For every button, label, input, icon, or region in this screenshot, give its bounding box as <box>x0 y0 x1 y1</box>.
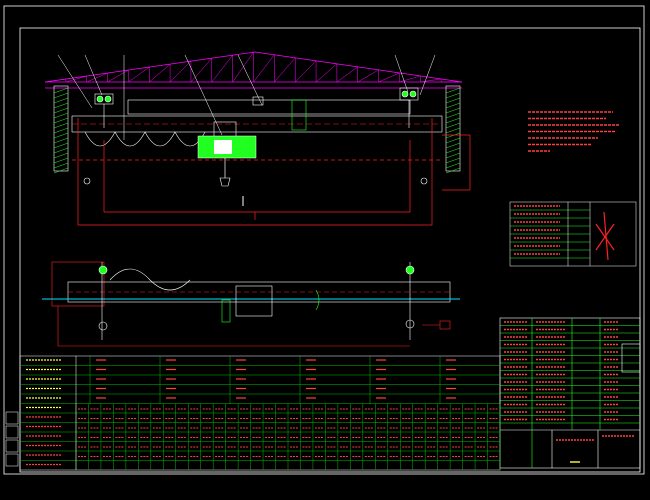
truss-diagonal <box>378 72 400 83</box>
hatch-line <box>53 142 69 149</box>
hatch-line <box>53 112 69 119</box>
side-tab <box>5 425 19 439</box>
hatch-line <box>53 97 69 104</box>
hatch-line <box>53 117 69 124</box>
hatch-line <box>445 87 461 94</box>
hatch-line <box>53 167 69 174</box>
truss-diagonal <box>315 63 338 83</box>
title-block-text <box>504 321 634 463</box>
hatch-line <box>53 152 69 159</box>
left-column <box>53 85 69 174</box>
hatch-line <box>53 162 69 169</box>
hatch-line <box>53 87 69 94</box>
truss-diagonal <box>420 78 442 83</box>
side-tab <box>5 439 19 453</box>
side-tab <box>5 453 19 467</box>
hatch-line <box>53 137 69 144</box>
hatch-line <box>445 157 461 164</box>
hatch-line <box>53 92 69 99</box>
hatch-line <box>53 132 69 139</box>
hatch-line <box>53 107 69 114</box>
bridge-girder-elevation <box>71 99 443 133</box>
end-carriage-left <box>94 93 114 128</box>
hatch-line <box>445 147 461 154</box>
hatch-line <box>53 157 69 164</box>
hatch-line <box>445 97 461 104</box>
drawing-frame <box>3 5 645 475</box>
small-wheel-markers <box>83 96 428 185</box>
right-column <box>445 85 461 174</box>
hatch-line <box>445 117 461 124</box>
truss-diagonal <box>65 75 87 83</box>
hatch-line <box>53 102 69 109</box>
plan-view <box>42 261 460 347</box>
truss-diagonal <box>232 52 254 83</box>
hatch-line <box>445 152 461 159</box>
technical-notes <box>528 111 620 152</box>
truss-diagonal <box>44 78 66 83</box>
leader-lines <box>57 54 436 140</box>
hatch-line <box>445 137 461 144</box>
hatch-line <box>53 147 69 154</box>
truss-diagonal <box>86 72 108 83</box>
span-outline <box>72 118 471 226</box>
bottom-schedule <box>19 355 501 471</box>
truss-diagonal <box>295 60 317 83</box>
plan-wheels <box>98 265 451 331</box>
hatch-line <box>445 112 461 119</box>
truss-diagonal <box>399 75 421 83</box>
hatch-line <box>445 142 461 149</box>
hatch-line <box>445 122 461 129</box>
hatch-line <box>53 122 69 129</box>
festoon-cable <box>84 131 206 147</box>
hatch-line <box>445 102 461 109</box>
truss-diagonal <box>190 58 212 83</box>
truss-diagonal <box>357 69 379 83</box>
truss-diagonal <box>128 66 150 83</box>
hatch-line <box>445 132 461 139</box>
left-side-tabs <box>5 411 19 467</box>
truss-web-members <box>44 52 462 83</box>
truss-diagonal <box>107 69 129 83</box>
hatch-line <box>445 127 461 134</box>
side-tab <box>5 411 19 425</box>
hatch-line <box>53 127 69 134</box>
title-block <box>499 317 641 469</box>
truss-diagonal <box>149 63 171 83</box>
truss-diagonal <box>336 66 358 83</box>
hatch-line <box>445 92 461 99</box>
end-carriage-right <box>399 87 419 128</box>
parameter-symbols <box>595 211 615 261</box>
bottom-schedule-text <box>26 359 498 466</box>
truss-diagonal <box>274 57 296 83</box>
parameter-table <box>509 201 637 267</box>
electric-hoist <box>197 121 257 206</box>
hatch-line <box>445 167 461 174</box>
truss-diagonal <box>169 60 192 83</box>
hatch-line <box>445 107 461 114</box>
truss-diagonal <box>211 55 233 83</box>
hatch-line <box>445 162 461 169</box>
truss-diagonal <box>253 54 275 83</box>
